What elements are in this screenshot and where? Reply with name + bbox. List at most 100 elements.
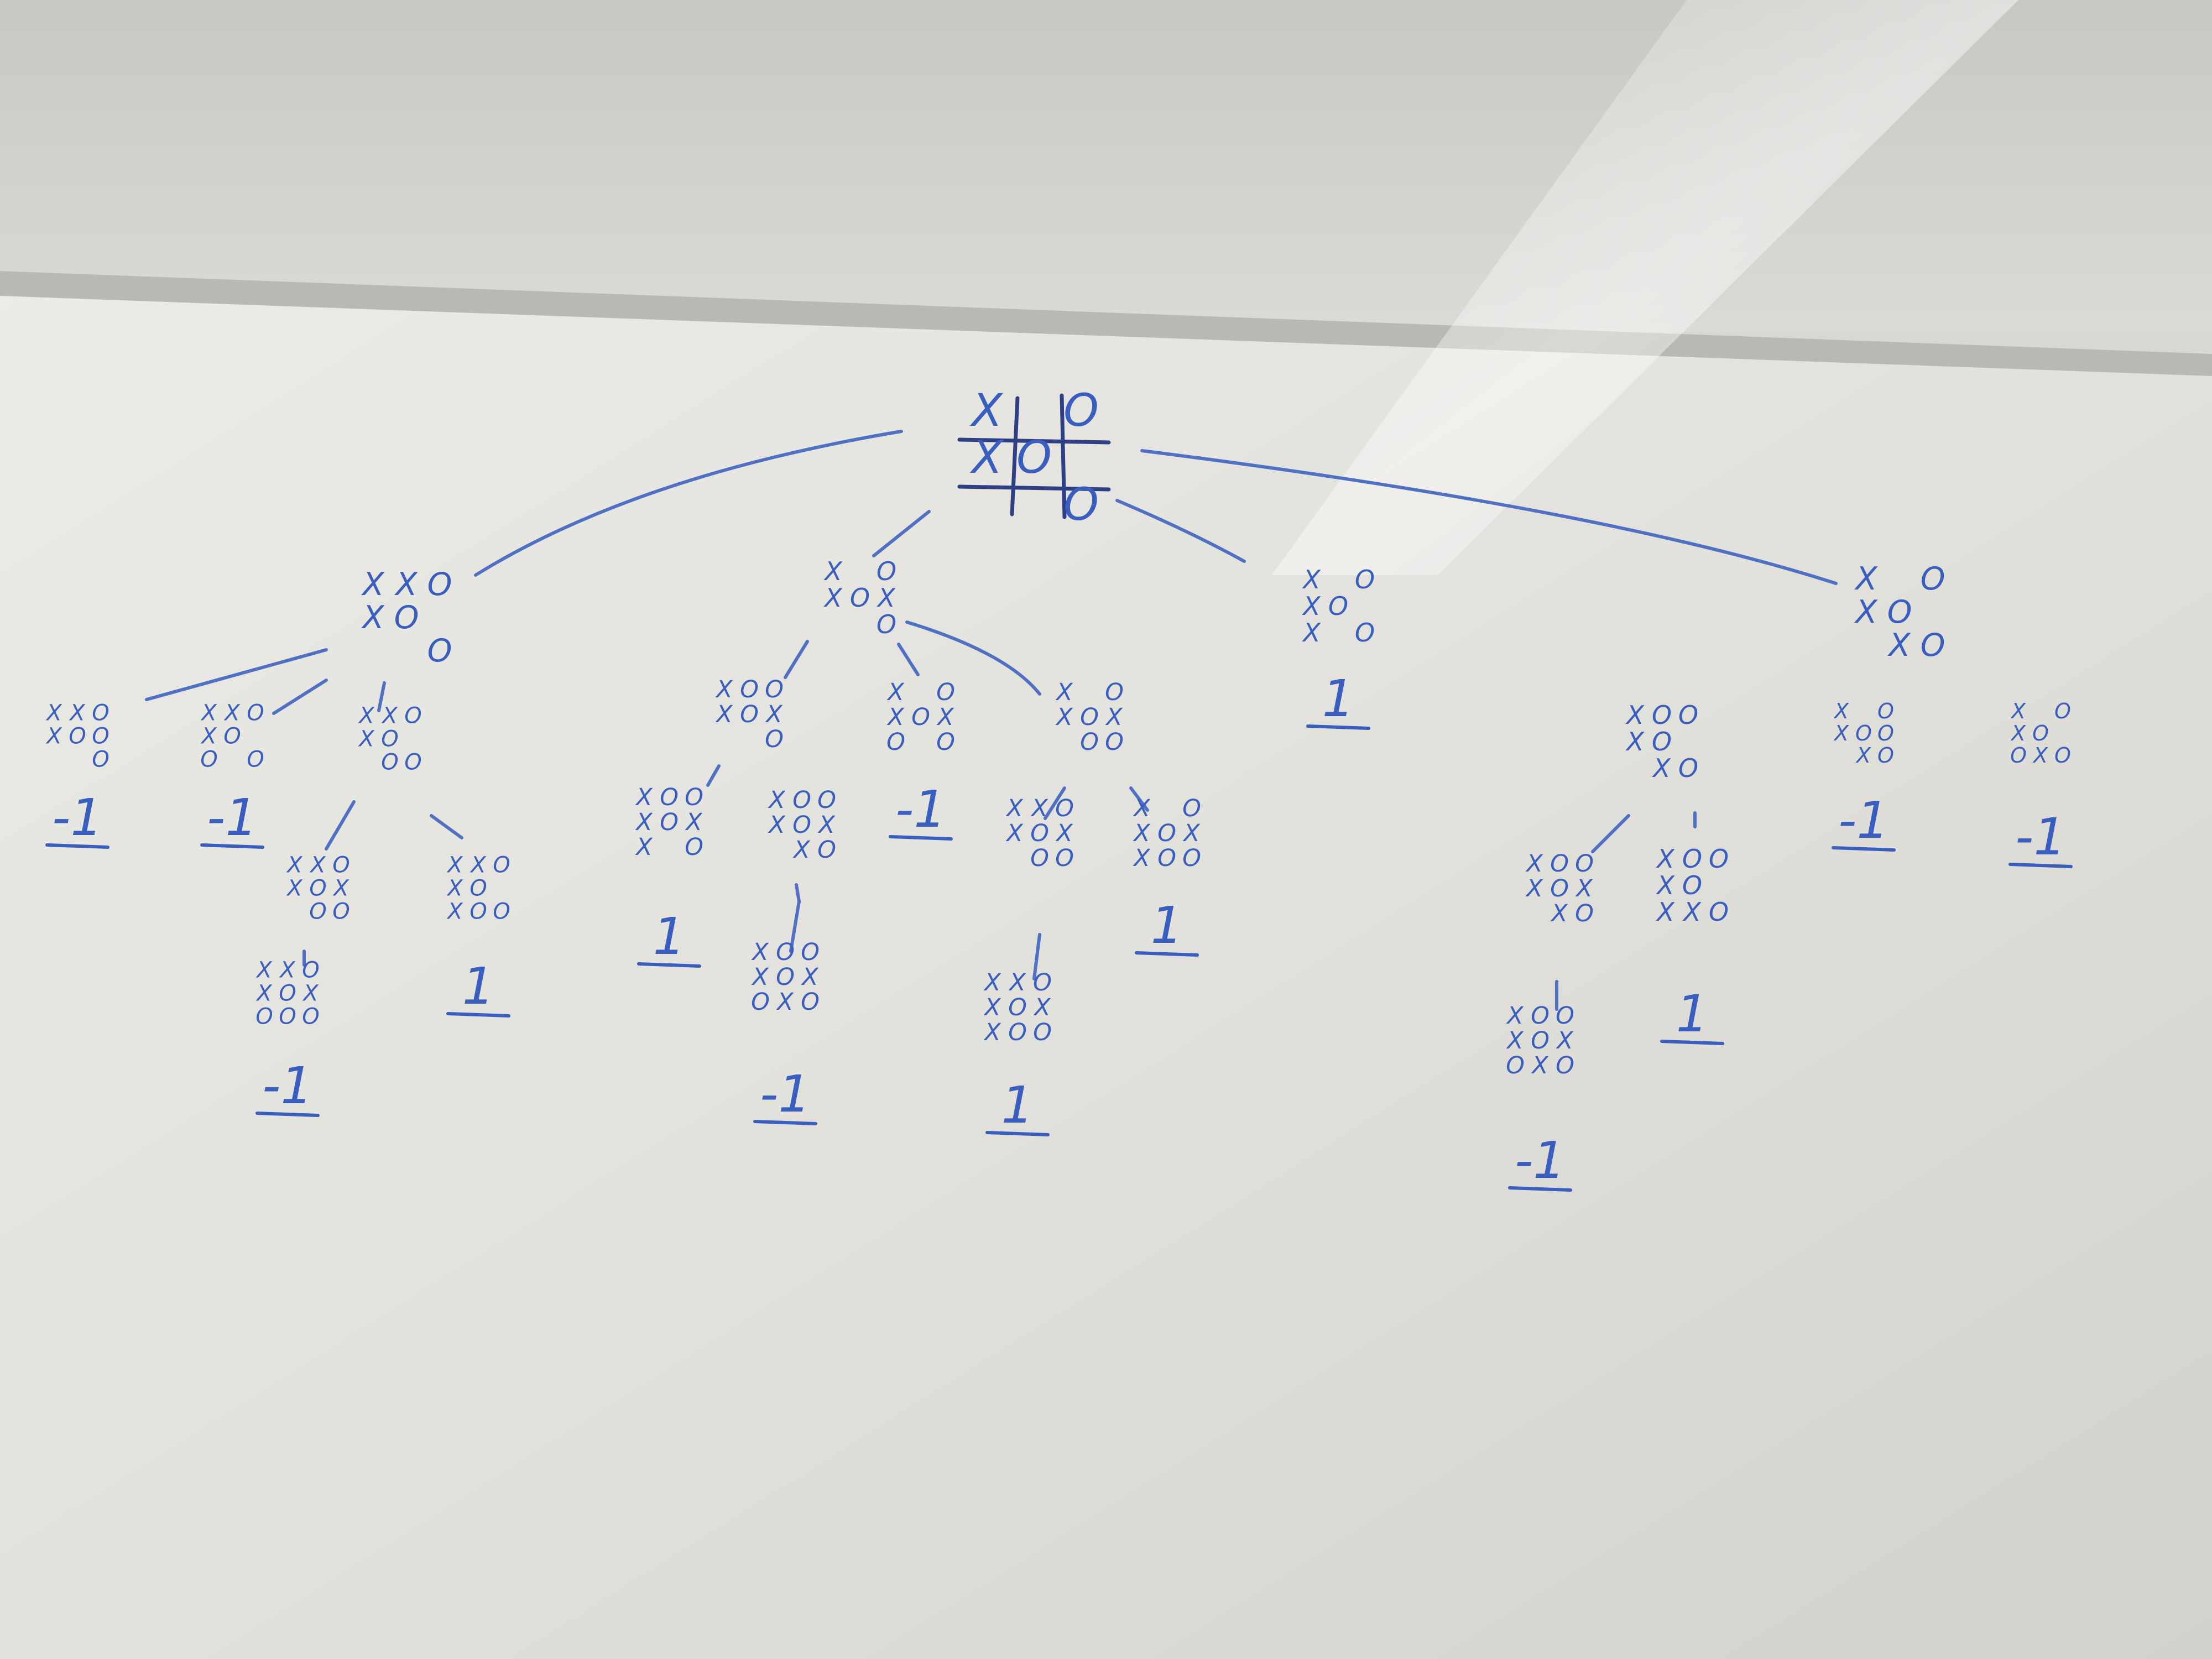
node-B3-cell-7: O xyxy=(1080,728,1099,756)
node-A2-score-underline xyxy=(200,843,264,849)
node-B1-cell-3: X xyxy=(715,701,733,728)
node-D-cell-2: O xyxy=(1921,561,1945,597)
node-D3-score-underline xyxy=(2008,863,2073,868)
node-D1a-cell-2: O xyxy=(1575,850,1594,878)
node-B1b-cell-8: O xyxy=(817,836,836,864)
root-grid-line-v2 xyxy=(1060,393,1067,519)
node-A1-cell-3: X xyxy=(45,724,62,749)
node-D1-cell-0: X xyxy=(1625,700,1645,730)
root-cell-2: O xyxy=(1063,385,1099,437)
node-A3a-cell-3: X xyxy=(286,876,303,901)
node-D2-cell-5: O xyxy=(1877,721,1894,745)
node-A2-cell-3: X xyxy=(200,724,217,749)
node-A3a-cell-4: O xyxy=(309,876,326,901)
node-D1a-cell-1: O xyxy=(1550,850,1569,878)
node-A3a-cell-7: O xyxy=(309,899,326,925)
edge-root-D xyxy=(1140,449,1838,585)
node-A1-score-underline xyxy=(45,843,109,849)
node-D1b-cell-1: O xyxy=(1682,844,1702,874)
edge-B1-B1b xyxy=(795,883,801,903)
root-grid-line-h1 xyxy=(957,437,1111,445)
node-B3b-cell-0: X xyxy=(1133,795,1151,822)
node-A3b-cell-2: O xyxy=(493,853,510,878)
node-D3-cell-6: O xyxy=(2010,743,2027,768)
node-A3-cell-2: O xyxy=(404,703,421,729)
node-D3-cell-0: X xyxy=(2010,699,2026,723)
node-B1b-cell-5: X xyxy=(817,811,836,839)
node-A3a-cell-8: O xyxy=(332,899,349,925)
edge-B3-B3a xyxy=(1044,786,1066,820)
node-B1-cell-5: X xyxy=(765,701,783,728)
node-B3a1-cell-6: X xyxy=(983,1019,1001,1046)
node-A1-cell-2: O xyxy=(92,701,109,726)
node-A3b-score-underline xyxy=(446,1012,510,1018)
node-A3a1-cell-5: X xyxy=(302,981,319,1006)
node-A2-cell-8: O xyxy=(247,747,264,773)
node-B2-score: -1 xyxy=(895,780,946,839)
node-B1b1-cell-3: X xyxy=(751,963,769,991)
node-B1a-cell-6: X xyxy=(635,833,653,861)
node-B3b-cell-3: X xyxy=(1133,820,1151,847)
node-A3a1-cell-6: O xyxy=(255,1004,273,1030)
node-D1a1-cell-7: X xyxy=(1531,1052,1549,1079)
node-B3-cell-8: O xyxy=(1105,728,1124,756)
node-B2-score-underline xyxy=(889,835,953,841)
root-cell-0: X xyxy=(969,385,1003,437)
node-B1-cell-0: X xyxy=(715,676,733,703)
node-B-cell-2: O xyxy=(877,556,896,586)
node-D1a1-cell-8: O xyxy=(1556,1052,1574,1079)
node-A1-cell-0: X xyxy=(45,701,62,726)
node-A-cell-3: X xyxy=(361,599,385,636)
root-cell-3: X xyxy=(969,432,1003,484)
node-D1a1-cell-5: X xyxy=(1556,1027,1574,1055)
node-B3b-cell-5: X xyxy=(1182,820,1201,847)
node-B3a1-cell-5: X xyxy=(1033,994,1051,1021)
light-glare xyxy=(1272,0,2018,575)
node-B1a-cell-2: O xyxy=(685,784,703,811)
node-A2-cell-2: O xyxy=(247,701,264,726)
node-B3b-cell-8: O xyxy=(1182,844,1201,872)
root-cell-4: O xyxy=(1016,432,1052,484)
node-B1a-cell-4: O xyxy=(660,808,679,836)
node-B3a-cell-8: O xyxy=(1055,844,1074,872)
node-D1a-cell-3: X xyxy=(1525,875,1543,902)
node-D1a1-cell-4: O xyxy=(1531,1027,1550,1055)
node-A1-cell-4: O xyxy=(69,724,86,749)
node-A3b-cell-6: X xyxy=(446,899,463,925)
node-D1-cell-2: O xyxy=(1678,700,1698,730)
node-D1a-cell-4: O xyxy=(1550,875,1569,902)
edge-B3-B3b xyxy=(1129,786,1149,812)
node-C-score-underline xyxy=(1306,724,1370,730)
node-C-cell-8: O xyxy=(1355,618,1375,648)
node-A3-cell-8: O xyxy=(404,750,421,775)
node-D3-cell-4: O xyxy=(2032,721,2049,745)
node-A1-cell-5: O xyxy=(92,724,109,749)
node-D1a1-cell-3: X xyxy=(1506,1027,1524,1055)
node-B3b-cell-4: O xyxy=(1157,820,1176,847)
node-D1-cell-3: X xyxy=(1625,727,1645,757)
node-B1b1-cell-2: O xyxy=(801,938,820,966)
node-D3-cell-7: X xyxy=(2032,743,2048,768)
node-B3a-cell-4: O xyxy=(1030,820,1049,847)
node-A3b-cell-4: O xyxy=(469,876,487,901)
node-D1a1-score: -1 xyxy=(1515,1131,1566,1190)
node-A-cell-1: X xyxy=(394,566,418,603)
node-B3a1-cell-4: O xyxy=(1008,994,1027,1021)
node-A1-cell-8: O xyxy=(92,747,109,773)
node-A3a1-score: -1 xyxy=(262,1056,313,1115)
node-A3-cell-0: X xyxy=(358,703,375,729)
node-A3a-cell-2: O xyxy=(332,853,349,878)
node-B3b-cell-2: O xyxy=(1182,795,1201,822)
node-B1b1-cell-0: X xyxy=(751,938,769,966)
node-B1b1-score: -1 xyxy=(760,1065,811,1124)
node-A3a1-cell-2: O xyxy=(302,958,319,983)
